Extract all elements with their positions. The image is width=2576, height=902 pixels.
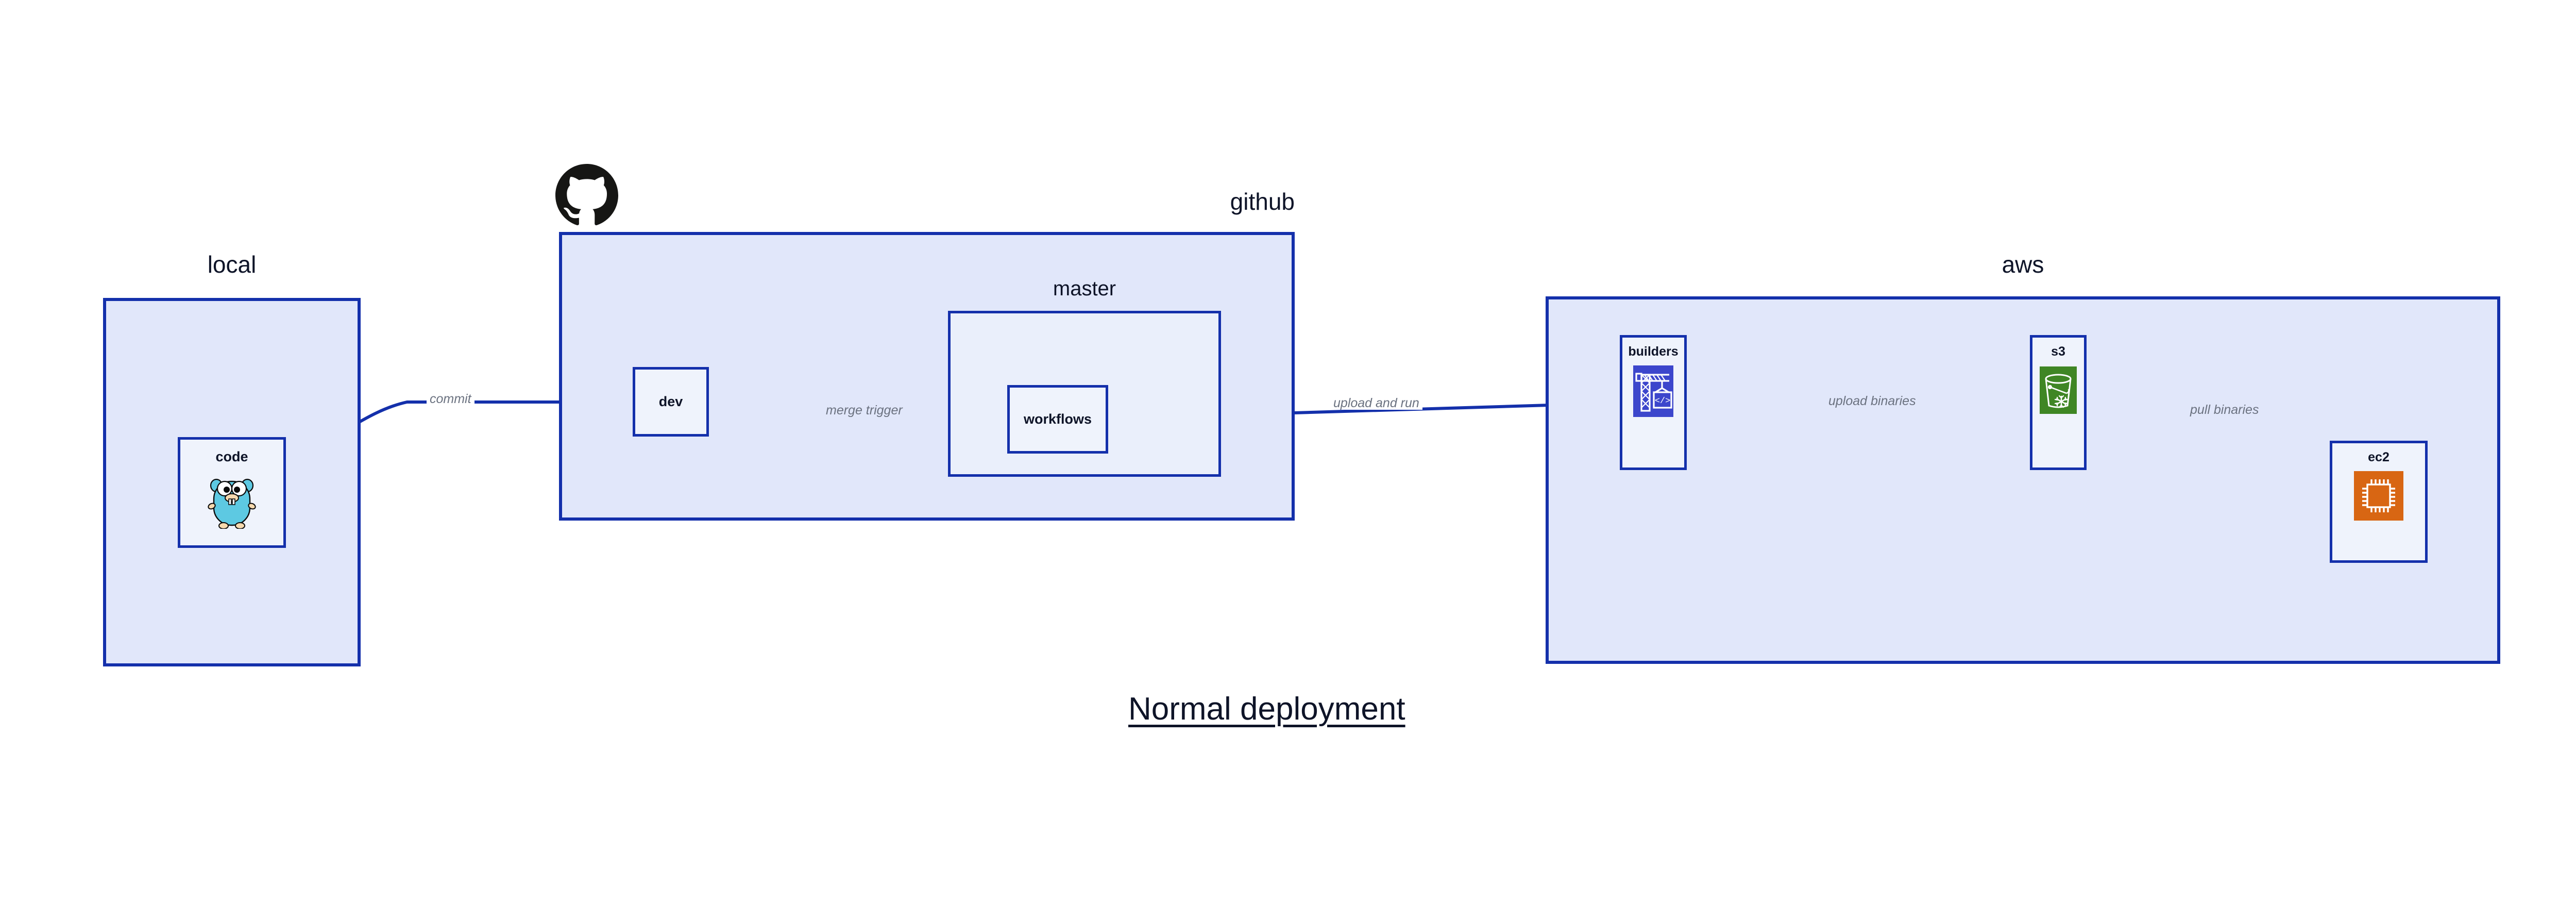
aws-codebuild-icon: </> xyxy=(1633,365,1673,417)
group-title-aws: aws xyxy=(2002,251,2044,278)
edge-label-pull-binaries: pull binaries xyxy=(2187,404,2262,416)
edge-label-upload-binaries: upload binaries xyxy=(1825,395,1919,408)
go-gopher-icon xyxy=(205,471,259,529)
group-title-github: github xyxy=(1230,188,1295,215)
group-local xyxy=(103,298,361,666)
edge-label-commit: commit xyxy=(427,393,474,406)
edge-label-upload-and-run: upload and run xyxy=(1330,397,1422,410)
aws-s3-glacier-icon xyxy=(2040,366,2077,414)
diagram-title: Normal deployment xyxy=(1128,691,1405,727)
node-ec2[interactable]: ec2 xyxy=(2330,441,2428,563)
edge-label-merge-trigger: merge trigger xyxy=(823,404,906,417)
group-title-master: master xyxy=(1053,277,1116,300)
node-builders-label: builders xyxy=(1628,344,1679,359)
node-builders[interactable]: builders xyxy=(1620,335,1687,470)
node-dev-label: dev xyxy=(658,394,683,409)
node-s3-label: s3 xyxy=(2051,344,2065,359)
node-workflows-label: workflows xyxy=(1023,411,1092,427)
node-s3[interactable]: s3 xyxy=(2030,335,2087,470)
svg-text:</>: </> xyxy=(1655,396,1671,406)
node-code-label: code xyxy=(215,449,248,464)
github-octocat-icon xyxy=(555,164,618,227)
node-code[interactable]: code xyxy=(178,437,286,548)
group-title-local: local xyxy=(207,251,257,278)
node-workflows[interactable]: workflows xyxy=(1007,385,1108,454)
aws-ec2-icon xyxy=(2354,471,2403,521)
node-ec2-label: ec2 xyxy=(2368,450,2389,464)
node-dev[interactable]: dev xyxy=(633,367,709,437)
